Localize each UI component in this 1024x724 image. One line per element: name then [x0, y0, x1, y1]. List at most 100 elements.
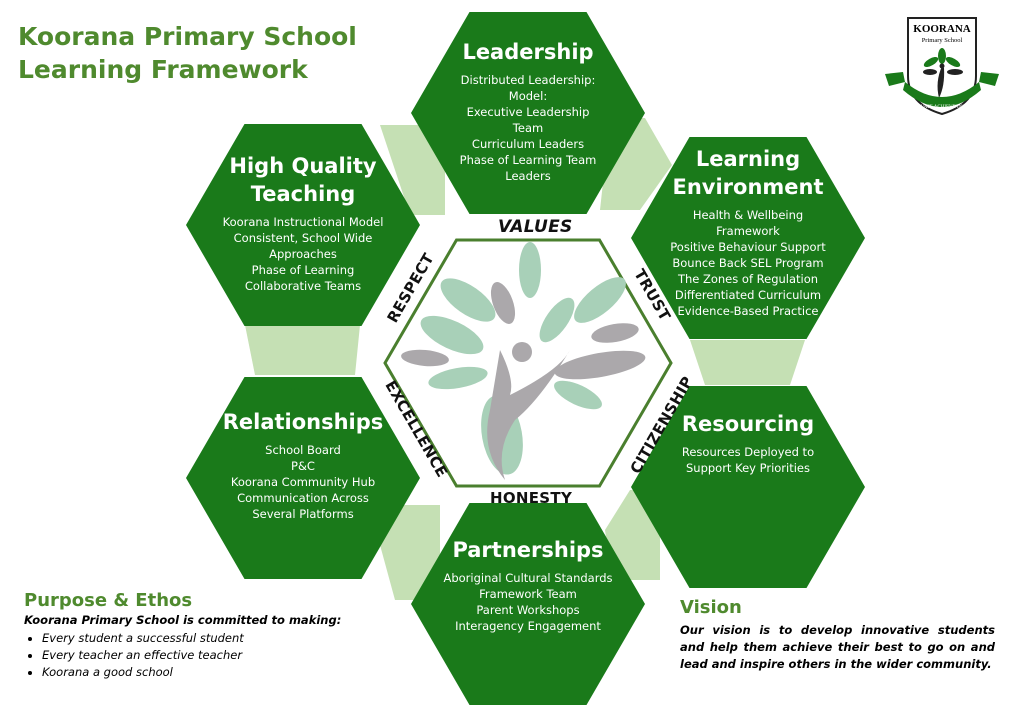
title-line-1: Koorana Primary School — [18, 22, 357, 51]
hexagon-item: Communication Across — [237, 491, 369, 505]
hexagon-item: Positive Behaviour Support — [670, 240, 826, 254]
hexagon-resourcing — [631, 386, 865, 588]
school-logo: KOORANA Primary School INNOVATE ACHIEVE … — [885, 17, 999, 116]
hexagon-item: Several Platforms — [252, 507, 354, 521]
hexagon-title-line: Learning — [695, 147, 801, 171]
values-label: VALUES — [498, 217, 573, 237]
hexagon-item: Koorana Instructional Model — [222, 215, 384, 229]
hexagon-item: Framework Team — [479, 587, 577, 601]
value-honesty: HONESTY — [490, 489, 573, 507]
hexagon-item: Evidence-Based Practice — [677, 304, 819, 318]
hexagon-title-line: Leadership — [462, 40, 594, 64]
hexagon-title-line: Resourcing — [681, 412, 815, 436]
hexagon-title-line: High Quality — [229, 154, 377, 178]
hexagon-item: P&C — [291, 459, 315, 473]
hexagon-high-quality-teaching — [186, 124, 420, 326]
hexagon-item: Collaborative Teams — [244, 279, 362, 293]
connector-shape — [245, 325, 360, 375]
person-figure — [487, 350, 570, 480]
hexagon-item: Resources Deployed to — [681, 445, 815, 459]
leaf-shape — [440, 278, 496, 322]
hexagon-relationships — [186, 377, 420, 579]
hexagon-leadership — [411, 12, 645, 214]
title-line-2: Learning Framework — [18, 55, 308, 84]
hexagon-item: Parent Workshops — [476, 603, 580, 617]
hexagon-title-line: Teaching — [250, 182, 356, 206]
svg-text:KOORANA: KOORANA — [913, 23, 971, 35]
hexagon-item: Leaders — [505, 169, 551, 183]
hexagon-partnerships — [411, 503, 645, 705]
hexagon-item: Bounce Back SEL Program — [672, 256, 824, 270]
leaf-shape — [591, 323, 639, 343]
hexagon-item: Health & Wellbeing — [692, 208, 804, 222]
leaf-shape — [574, 277, 626, 323]
connector-shape — [690, 340, 805, 385]
leaf-shape — [401, 349, 449, 367]
hexagon-items: Resources Deployed to Support Key Priorit… — [638, 444, 858, 476]
hexagon-item: Team — [512, 121, 544, 135]
hexagon-item: Curriculum Leaders — [471, 137, 585, 151]
leaf-shape — [554, 350, 646, 380]
purpose-item: Every teacher an effective teacher — [42, 647, 341, 664]
hexagon-item: Support Key Priorities — [685, 461, 810, 475]
purpose-item: Koorana a good school — [42, 664, 341, 681]
purpose-list: Every student a successful student Every… — [24, 630, 341, 681]
svg-text:Primary School: Primary School — [922, 37, 963, 44]
page-title: Koorana Primary School Learning Framewor… — [18, 20, 357, 86]
hexagon-title: Resourcing — [638, 410, 858, 438]
hexagon-item: Distributed Leadership: — [460, 73, 596, 87]
svg-text:INNOVATE ACHIEVE INSPIRE: INNOVATE ACHIEVE INSPIRE — [908, 105, 976, 110]
hexagon-learning-environment — [631, 137, 865, 339]
purpose-item: Every student a successful student — [42, 630, 341, 647]
hexagon-item: Model: — [508, 89, 548, 103]
vision-section: Vision Our vision is to develop innovati… — [680, 597, 995, 673]
hexagon-item: Differentiated Curriculum — [674, 288, 822, 302]
connector-shape — [380, 505, 440, 600]
vision-heading: Vision — [680, 597, 742, 618]
hexagon-item: Koorana Community Hub — [230, 475, 376, 489]
hexagon-item: Interagency Engagement — [455, 619, 601, 633]
vision-text: Our vision is to develop innovative stud… — [680, 623, 995, 671]
hexagon-item: Aboriginal Cultural Standards — [443, 571, 613, 585]
hexagon-item: Framework — [716, 224, 780, 238]
leaf-shape — [554, 380, 602, 410]
hexagon-item: Consistent, School Wide — [233, 231, 373, 245]
hexagon-title-line: Relationships — [222, 410, 384, 434]
hexagon-item: School Board — [265, 443, 341, 457]
hexagon-title: Relationships — [193, 408, 413, 436]
hexagon-title-line: Partnerships — [452, 538, 604, 562]
hexagon-item: Phase of Learning — [251, 263, 355, 277]
hexagon-title: Partnerships — [418, 536, 638, 564]
purpose-lead: Koorana Primary School is committed to m… — [24, 613, 342, 627]
person-head — [512, 342, 532, 362]
hexagon-item: Phase of Learning Team — [459, 153, 597, 167]
hexagon-item: The Zones of Regulation — [677, 272, 819, 286]
hexagon-title: Leadership — [418, 38, 638, 66]
leaf-shape — [519, 242, 541, 298]
leaf-shape — [539, 297, 575, 343]
purpose-section: Purpose & Ethos Koorana Primary School i… — [24, 590, 341, 681]
leaf-shape — [420, 315, 484, 355]
leaf-shape — [428, 366, 488, 390]
hexagon-item: Approaches — [269, 247, 337, 261]
connector-shape — [380, 125, 445, 215]
hexagon-items: Distributed Leadership: Model: Executive L… — [418, 72, 638, 184]
hexagon-title-line: Environment — [672, 175, 824, 199]
tree-person-logo — [401, 242, 646, 480]
hexagon-item: Executive Leadership — [466, 105, 590, 119]
purpose-heading: Purpose & Ethos — [24, 590, 193, 611]
leaf-shape — [490, 282, 516, 324]
